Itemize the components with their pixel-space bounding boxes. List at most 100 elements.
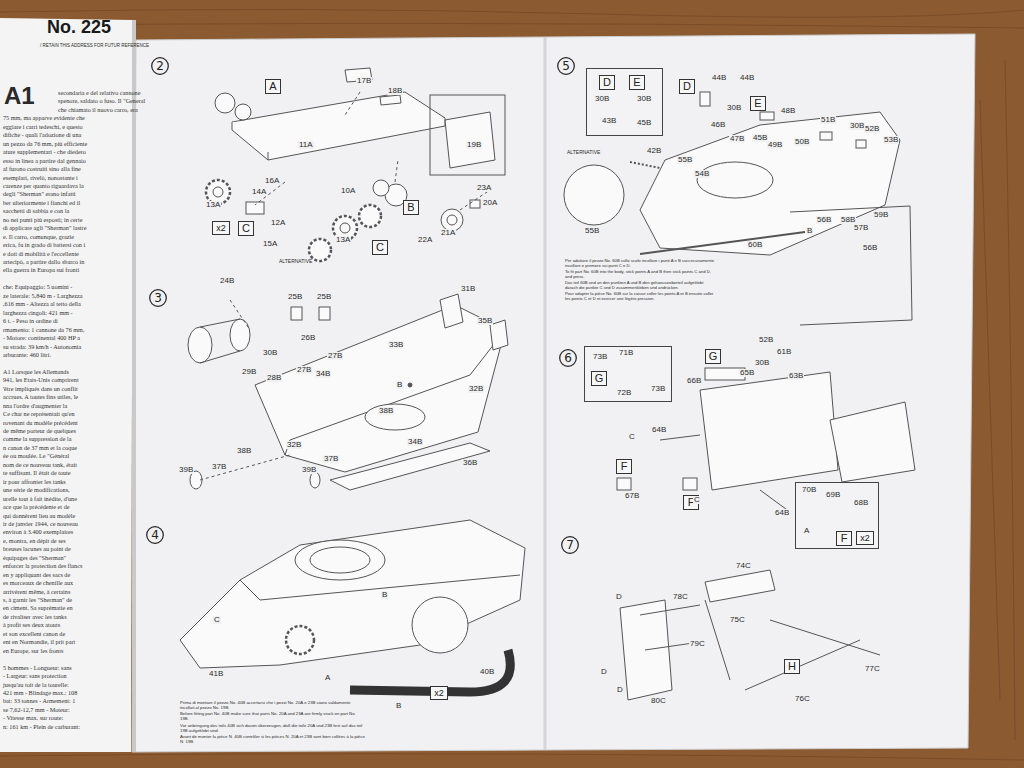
group-letter: E: [633, 77, 640, 88]
history-text-line: ent en Normandie, il prit part: [3, 639, 75, 645]
part-number: 59B: [873, 211, 889, 219]
part-number: 24B: [219, 277, 235, 285]
step-number-text: 6: [564, 352, 572, 364]
part-group-box: C: [372, 240, 388, 255]
assembly-note: Prima di montare il pezzo No. 40B accert…: [180, 701, 365, 711]
part-number: 71B: [619, 349, 633, 357]
part-number: 52B: [864, 125, 880, 133]
history-text-line: 75 mm, ma apparve evidente che: [3, 115, 85, 121]
history-text-line: en y appliquant des sacs de: [3, 572, 70, 578]
history-text-line: e. Il carro, comunque, grazie: [3, 234, 74, 240]
history-text-line: e, montra, en dépit de ses: [3, 538, 66, 544]
part-number: 35B: [477, 317, 493, 325]
part-number: D: [615, 593, 623, 601]
part-number: 34B: [407, 438, 423, 446]
part-number: 73B: [651, 385, 665, 393]
part-number: ALTERNATIVE: [278, 259, 313, 264]
part-number: 27B: [327, 352, 343, 360]
assembly-note: Vor anbringung des teils 40B sich davon …: [180, 724, 365, 734]
part-number: 44B: [739, 74, 755, 82]
part-number: 54B: [694, 170, 710, 178]
part-number: 55B: [584, 227, 600, 235]
history-text-line: urelle tout à fait inédite, d'une: [3, 496, 77, 502]
history-text-line: se 7,62-12,7 mm - Moteur:: [3, 707, 70, 713]
assembly-note: Avant de monter la pièce N. 40B contrôle…: [180, 735, 365, 745]
part-number: 67B: [624, 492, 640, 500]
step-number-text: 2: [156, 60, 164, 72]
assembly-note: To fit part No. 60B into the body, stick…: [565, 270, 715, 280]
assembly-note: Before fitting part No. 40B make sure th…: [180, 712, 365, 722]
part-number: 30B: [849, 122, 865, 130]
group-letter: D: [683, 81, 691, 92]
part-number: 34B: [315, 370, 331, 378]
part-number: 32B: [286, 441, 302, 449]
history-text-line: no nei punti più esposti; in certe: [3, 217, 82, 223]
history-text-line: che: Equipaggio: 5 uomini -: [3, 284, 72, 290]
part-number: B: [396, 381, 403, 389]
part-number: 30B: [262, 349, 278, 357]
history-text-line: de rivaliser avec les tanks: [3, 614, 67, 620]
part-number: 40B: [479, 668, 495, 676]
part-number: 36B: [462, 459, 478, 467]
history-text-line: ace que la précédente et de: [3, 504, 69, 510]
part-number: 42B: [646, 147, 662, 155]
history-text-line: en Europe, sur les fronts: [3, 648, 63, 654]
part-number: 52B: [758, 336, 774, 344]
part-number: 56B: [816, 216, 832, 224]
group-letter: F: [841, 533, 848, 544]
part-number: 80C: [650, 697, 667, 705]
history-text-line: sacchetti di sabbia e con la: [3, 208, 69, 214]
part-number: 76C: [794, 695, 811, 703]
history-text-line: nom de ce nouveau tank, était: [3, 462, 77, 468]
step-number: 5: [557, 57, 575, 75]
part-number: B: [806, 227, 813, 235]
history-text-line: ir pour affronter les tanks: [3, 479, 66, 485]
history-text-line: environ à 3.400 exemplaires: [3, 529, 73, 535]
part-number: 21A: [440, 229, 456, 237]
part-number: B: [395, 702, 402, 710]
part-number: 20A: [482, 199, 498, 207]
part-group-box: D: [679, 79, 695, 94]
history-text-line: 421 mm - Blindage max.: 108: [3, 690, 77, 696]
assembly-note: Pour adapter la pièce No. 60B sur la cai…: [565, 292, 715, 302]
part-group-box: x2: [430, 686, 448, 700]
history-text-line: di applicare agli "Sherman" lastre: [3, 225, 86, 231]
history-text-line: erica, fu in grado di battersi con i: [3, 242, 85, 248]
part-group-box: B: [403, 200, 419, 215]
detail-inset: 30B30B43B45BDE: [586, 68, 663, 136]
part-number: C: [628, 433, 636, 441]
step-number: 2: [151, 57, 169, 75]
history-text-line: bat: 33 tonnes - Armement: 1: [3, 698, 75, 704]
history-text-line: difiche - quali l'adozione di una: [3, 132, 81, 138]
group-letter: C: [376, 242, 384, 253]
part-group-box: E: [629, 75, 645, 90]
part-number: 79C: [689, 640, 706, 648]
part-number: 78C: [672, 593, 689, 601]
part-group-box: G: [705, 349, 721, 364]
part-number: D: [600, 668, 608, 676]
part-number: 45B: [637, 119, 651, 127]
history-text-line: nna l'ordre d'augmenter la: [3, 403, 67, 409]
part-number: 73B: [593, 353, 607, 361]
part-number: B: [381, 591, 388, 599]
part-number: 25B: [287, 293, 303, 301]
history-text-line: degli "Sherman" erano infatti: [3, 191, 76, 197]
part-number: 60B: [747, 241, 763, 249]
part-number: C: [213, 616, 221, 624]
part-number: 30B: [595, 95, 609, 103]
history-text-line: eggiare i carri tedeschi, e questo: [3, 124, 83, 130]
step-number: 3: [149, 289, 167, 307]
history-text-line: une série de modifications,: [3, 487, 70, 493]
part-number: 29B: [241, 368, 257, 376]
history-text-line: ella guerra in Europa sui fronti: [3, 267, 79, 273]
part-number: 37B: [323, 455, 339, 463]
history-text-line: artecipò, a partire dallo sbarco in: [3, 259, 84, 265]
part-number: 48B: [780, 107, 796, 115]
part-group-box: A: [265, 79, 281, 94]
part-number: ALTERNATIVE: [566, 150, 601, 155]
history-text-line: arrivèrent même, à certains: [3, 589, 70, 595]
step-number-text: 5: [562, 60, 570, 72]
history-text-line: te suffisant. Il était de toute: [3, 470, 71, 476]
